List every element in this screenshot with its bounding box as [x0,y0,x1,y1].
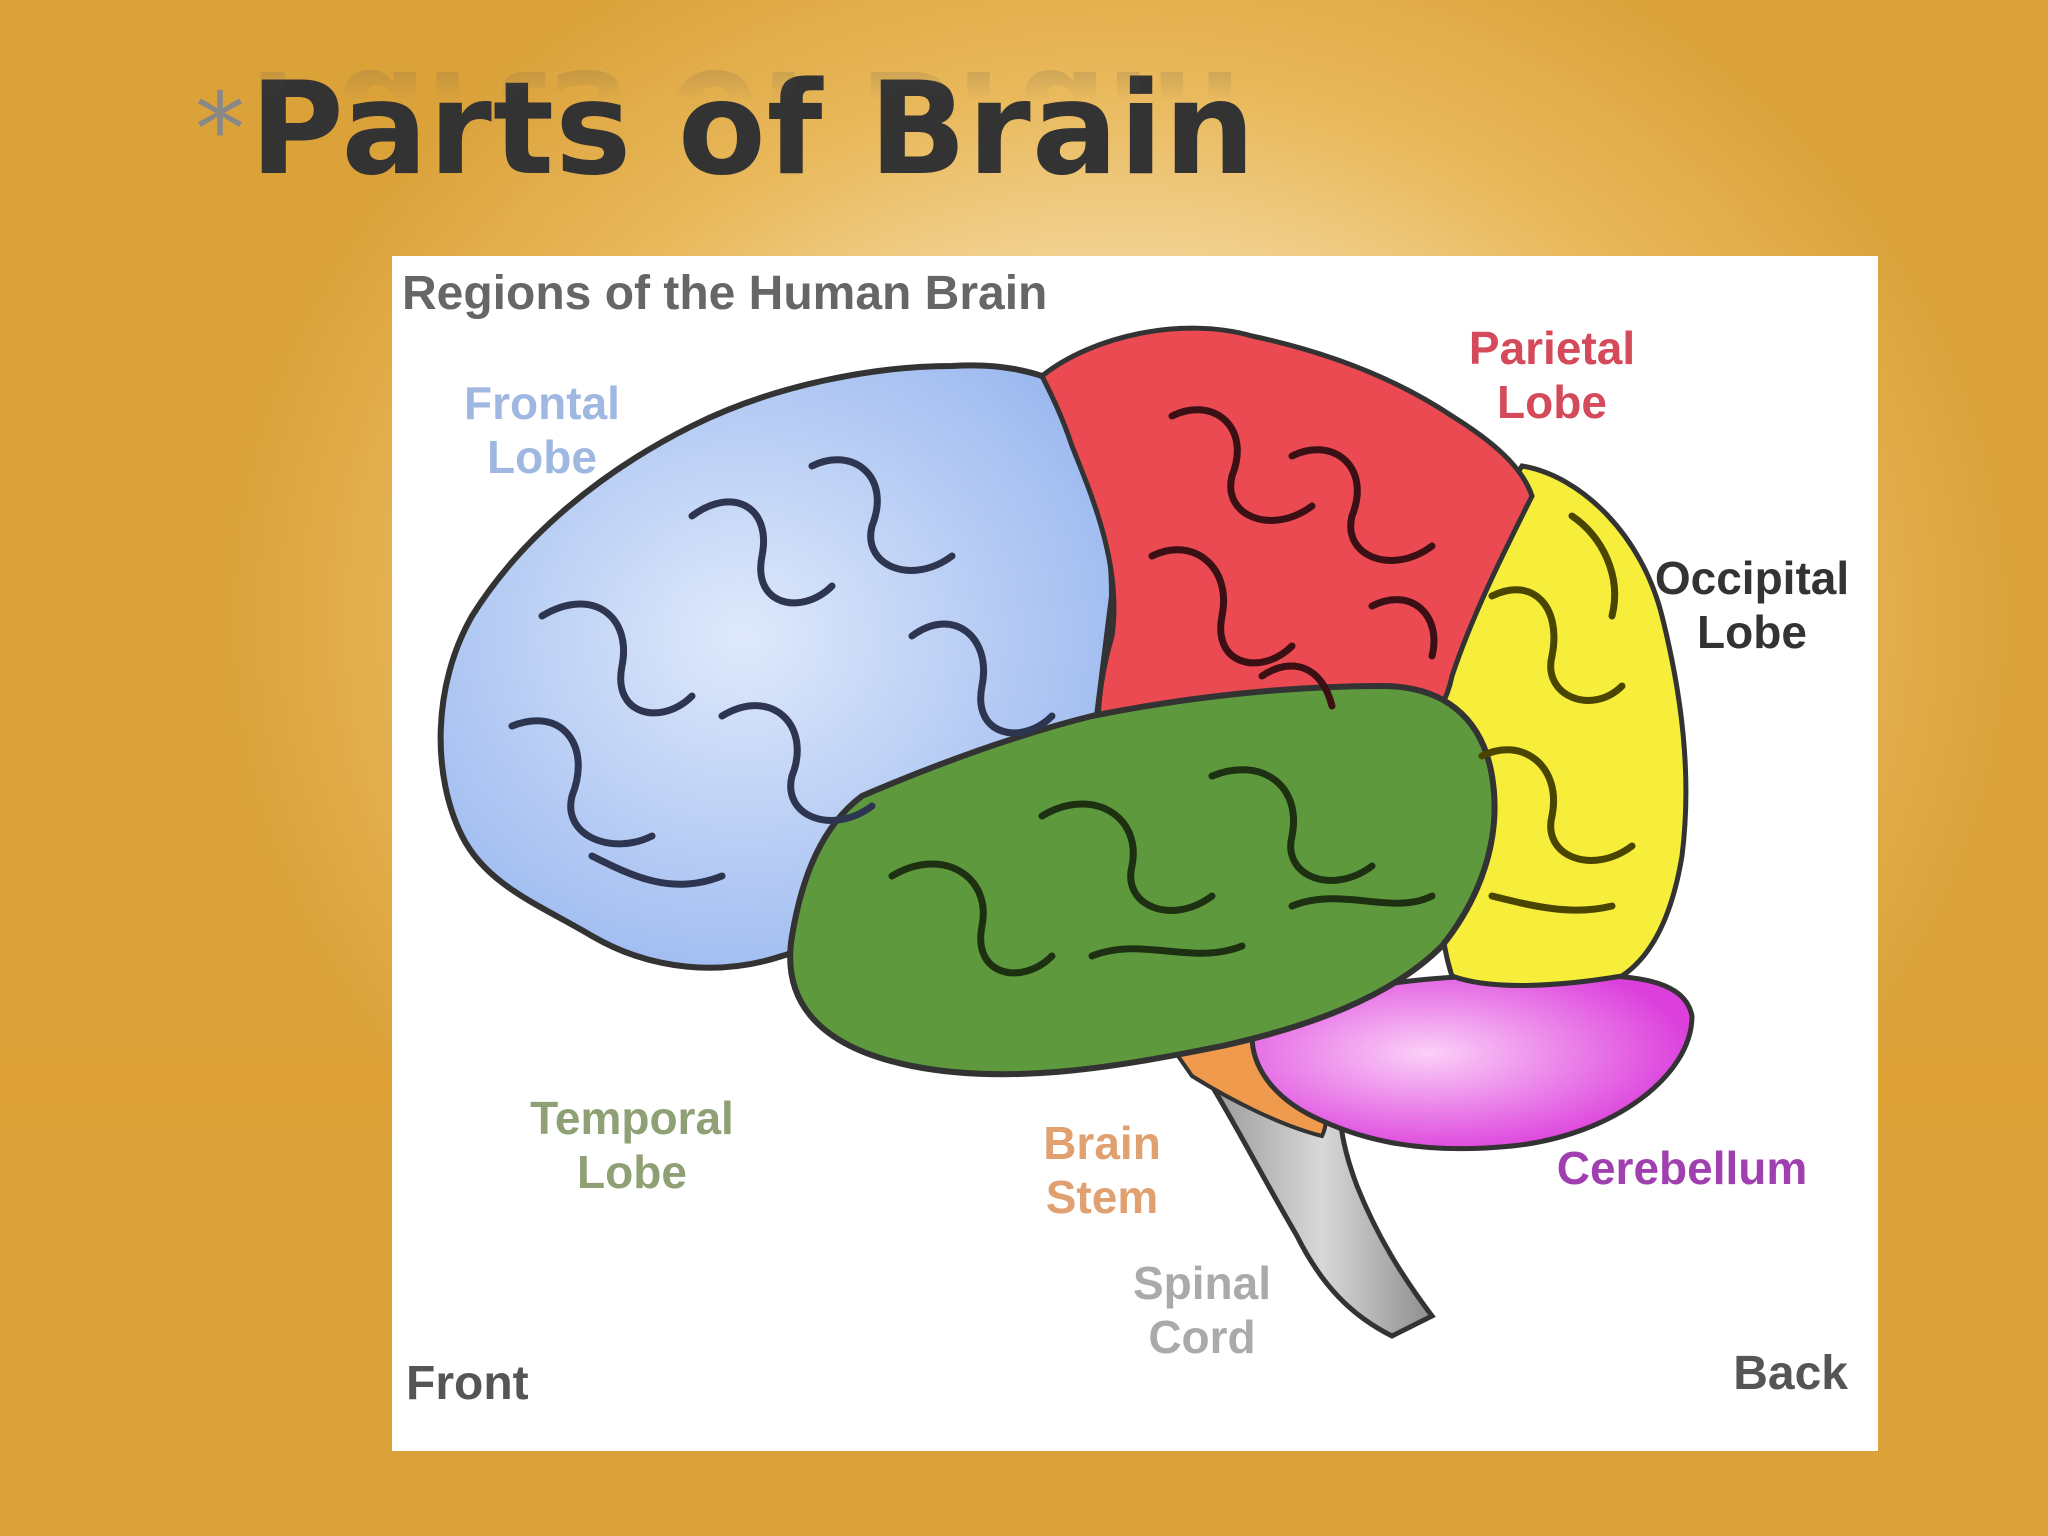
temporal-folds [888,766,1436,977]
spinal-cord-region [1207,1083,1436,1339]
temporal-lobe-region [787,682,1498,1078]
label-cerebellum: Cerebellum [1556,1142,1808,1194]
slide-title: *Parts of Brain [195,55,1256,205]
label-brain-stem: Brain Stem [1043,1117,1161,1223]
frontal-folds [508,456,1056,888]
diagram-title: Regions of the Human Brain [402,267,1048,320]
parietal-folds [1148,406,1438,710]
label-parietal-lobe: Parietal Lobe [1468,322,1636,428]
occipital-folds [1478,512,1636,914]
label-occipital-lobe: Occipital Lobe [1654,552,1850,658]
brain-illustration [437,325,1695,1339]
label-frontal-lobe: Frontal Lobe [464,377,620,483]
cerebellum-region [1249,972,1695,1152]
corner-label-back: Back [1733,1347,1848,1400]
label-temporal-lobe: Temporal Lobe [530,1092,734,1198]
slide-title-text: Parts of Brain [250,55,1257,204]
label-spinal-cord: Spinal Cord [1132,1257,1272,1363]
brain-diagram: Regions of the Human Brain [392,256,1878,1451]
title-bullet: * [195,71,246,188]
corner-label-front: Front [406,1357,529,1410]
